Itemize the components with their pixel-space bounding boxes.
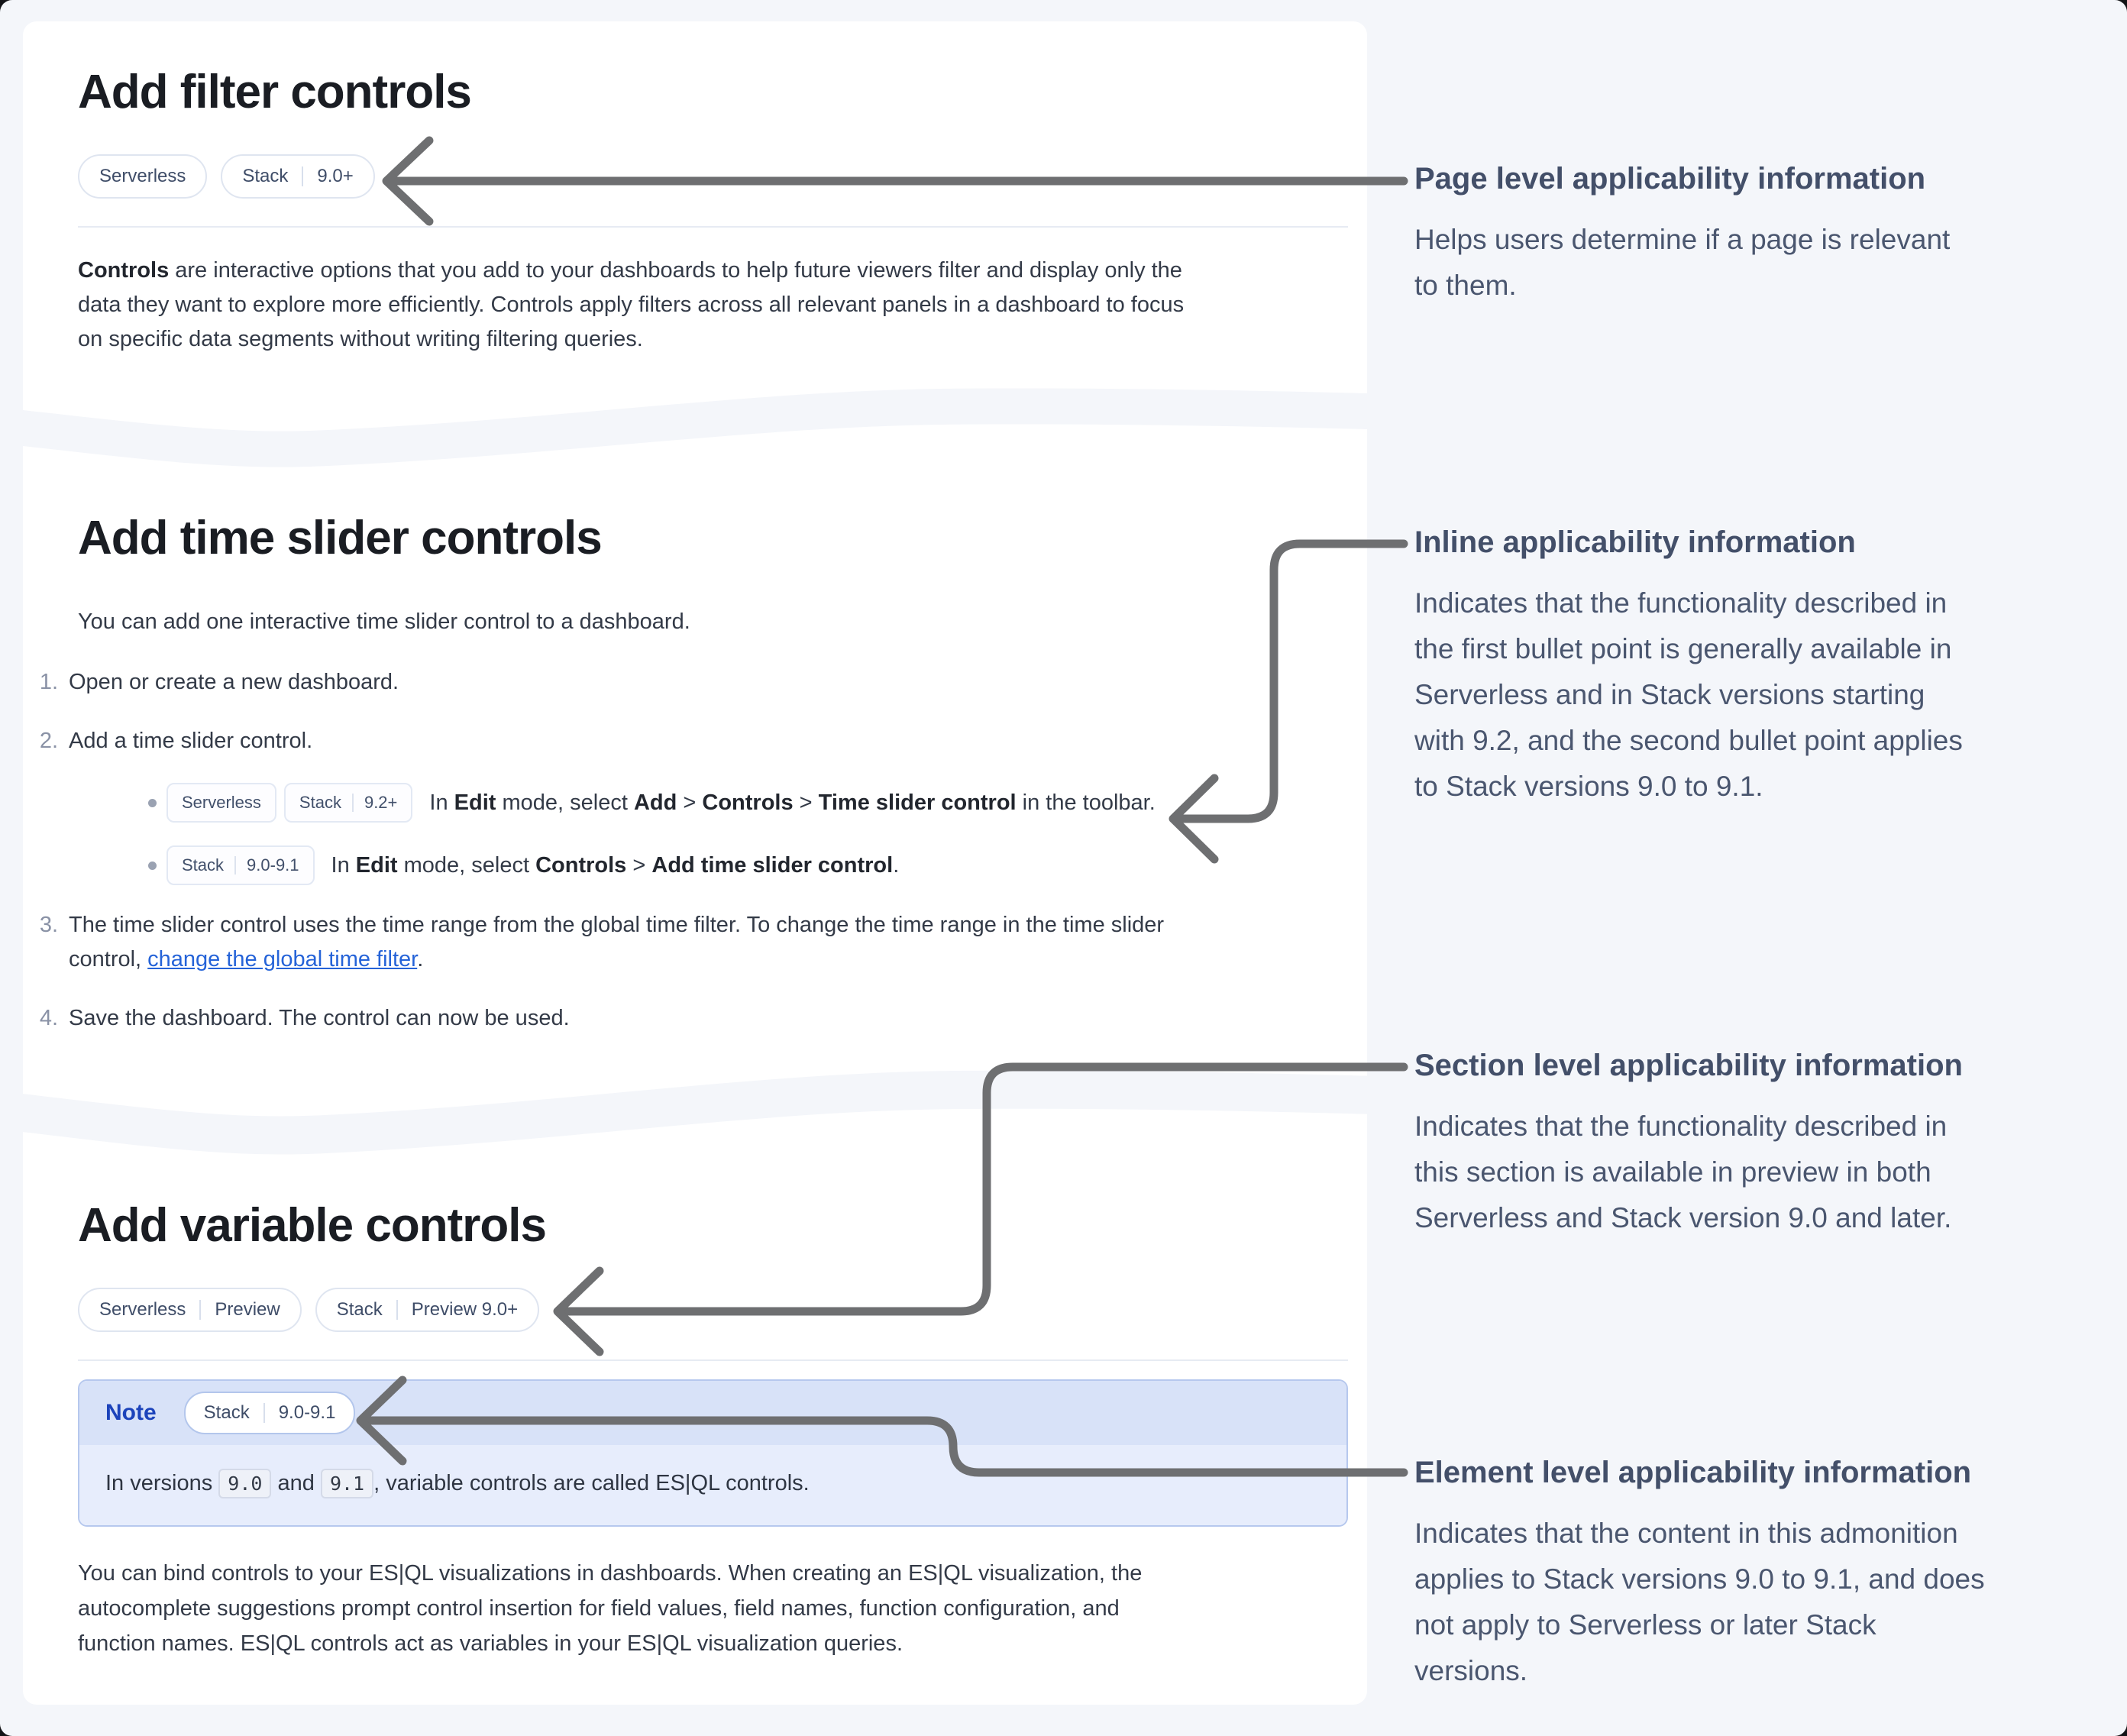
annotation-element-level: Element level applicability information … xyxy=(1414,1454,2102,1694)
annotation-page-level: Page level applicability information Hel… xyxy=(1414,160,2102,309)
list-item: 1. Open or create a new dashboard. xyxy=(23,665,1367,700)
annotation-title: Inline applicability information xyxy=(1414,525,1856,559)
intro-paragraph: Controls are interactive options that yo… xyxy=(78,258,1185,351)
annotation-title: Section level applicability information xyxy=(1414,1049,1963,1082)
badge-divider xyxy=(263,1403,265,1423)
annotation-title: Element level applicability information xyxy=(1414,1456,1972,1489)
body-paragraph: You can bind controls to your ES|QL visu… xyxy=(78,1561,1143,1656)
badge-divider xyxy=(199,1300,202,1320)
bold-controls: Controls xyxy=(78,258,170,283)
badge-divider xyxy=(396,1300,398,1320)
step-number: 3. xyxy=(39,913,58,937)
bullet-dot xyxy=(148,861,157,870)
steps-list: 1. Open or create a new dashboard. 2. Ad… xyxy=(23,665,1367,1036)
horizontal-rule xyxy=(78,1359,1348,1361)
list-item: 2. Add a time slider control. xyxy=(23,724,1367,758)
code-span: 9.0 xyxy=(218,1469,272,1498)
step-number: 1. xyxy=(39,670,58,694)
horizontal-rule xyxy=(78,226,1348,228)
bullet-dot xyxy=(148,798,157,807)
badge-divider xyxy=(302,166,304,186)
badge-serverless: Serverless xyxy=(78,154,208,199)
note-body: In versions 9.0 and 9.1, variable contro… xyxy=(79,1445,1346,1525)
page-title: Add filter controls xyxy=(78,66,472,118)
badge-divider xyxy=(234,856,237,874)
code-span: 9.1 xyxy=(320,1469,374,1498)
badge-serverless: Serverless xyxy=(166,783,276,823)
step-number: 4. xyxy=(39,1006,58,1030)
section-intro: You can add one interactive time slider … xyxy=(78,609,690,634)
note-label: Note xyxy=(105,1400,157,1425)
bullet-text: In Edit mode, select Controls > Add time… xyxy=(331,852,900,878)
section-heading: Add variable controls xyxy=(78,1199,547,1252)
section-add-time-slider-controls: Add time slider controls You can add one… xyxy=(23,467,1367,1068)
bullet-text: In Edit mode, select Add > Controls > Ti… xyxy=(429,790,1156,815)
badge-divider xyxy=(351,794,354,812)
step-number: 2. xyxy=(39,729,58,753)
annotation-title: Page level applicability information xyxy=(1414,162,1926,196)
section-wave-divider xyxy=(23,386,1367,467)
annotation-inline-level: Inline applicability information Indicat… xyxy=(1414,524,2102,810)
list-item: 4. Save the dashboard. The control can n… xyxy=(23,1001,1367,1036)
list-item: 3. The time slider control uses the time… xyxy=(23,908,1367,977)
section-wave-divider xyxy=(23,1068,1367,1155)
global-time-filter-link[interactable]: change the global time filter xyxy=(147,947,418,971)
section-heading: Add time slider controls xyxy=(78,512,603,564)
annotation-section-level: Section level applicability information … xyxy=(1414,1047,2102,1241)
